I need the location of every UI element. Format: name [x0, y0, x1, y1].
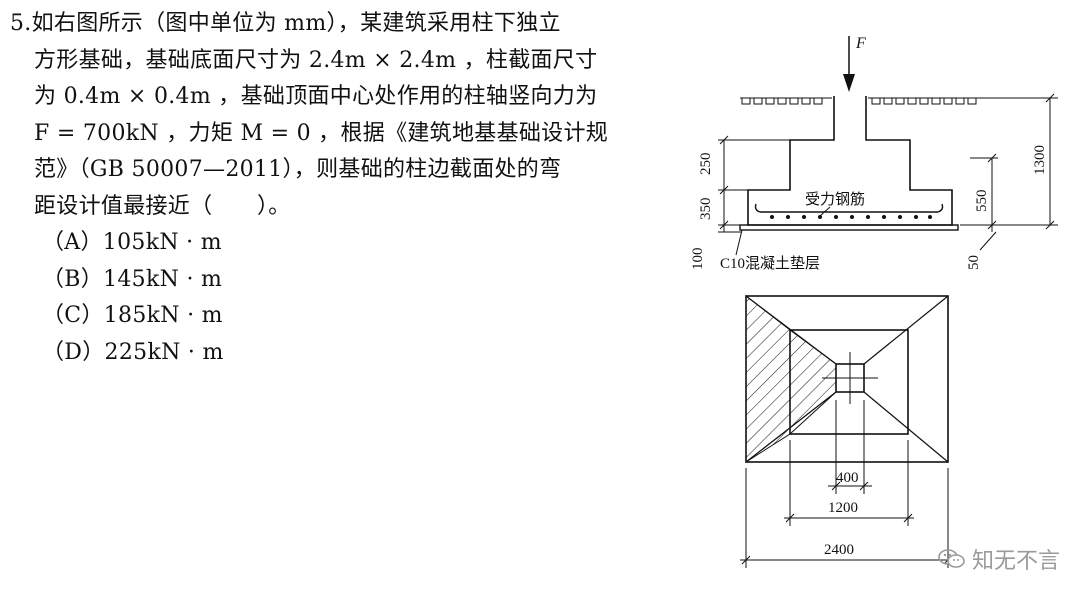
- plan-view: 400 1200 2400: [740, 294, 954, 568]
- dim-350: 350: [698, 198, 714, 221]
- inner-hatched-region: [789, 329, 837, 436]
- force-label: F: [855, 35, 866, 52]
- dim-100: 100: [690, 248, 706, 271]
- foundation-drawing: F: [690, 35, 1058, 568]
- option-b-text: 145kN · m: [103, 266, 223, 292]
- question-line-2: 方形基础，基础底面尺寸为 2.4m × 2.4m ，柱截面尺寸: [34, 47, 598, 73]
- option-d-letter: （D）: [42, 339, 105, 365]
- plan-dim-2400: 2400: [824, 542, 854, 558]
- option-a-text: 105kN · m: [102, 230, 222, 255]
- ground-surface: [740, 97, 985, 105]
- watermark: 知无不言: [938, 543, 1060, 575]
- question-line-6: 距设计值最接近（ ）。: [34, 193, 291, 219]
- question-line-3: 为 0.4m × 0.4m ，基础顶面中心处作用的柱轴竖向力为: [34, 84, 598, 109]
- dimension-1300: [960, 93, 1058, 230]
- option-d-text: 225kN · m: [104, 339, 224, 365]
- wechat-icon: [938, 548, 966, 570]
- force-arrow: [843, 36, 855, 92]
- left-dimensions: [718, 135, 790, 233]
- question-block: 5.如右图所示（图中单位为 mm），某建筑采用柱下独立 方形基础，基础底面尺寸为…: [10, 6, 670, 371]
- option-c-text: 185kN · m: [103, 303, 223, 328]
- option-c[interactable]: （C）185kN · m: [10, 298, 670, 335]
- dimension-400: [828, 400, 872, 494]
- section-view: F: [690, 35, 1058, 272]
- dim-250: 250: [698, 153, 714, 176]
- cushion-label: C10混凝土垫层: [720, 255, 820, 272]
- rebar-label: 受力钢筋: [805, 191, 865, 208]
- dimension-1200: [784, 440, 914, 526]
- hatched-region: [745, 294, 791, 463]
- cushion-layer: [739, 224, 959, 231]
- option-a-letter: （A）: [42, 230, 103, 255]
- option-b-letter: （B）: [42, 266, 104, 292]
- plan-dim-1200: 1200: [828, 500, 858, 516]
- dim-50: 50: [966, 255, 982, 270]
- option-a[interactable]: （A）105kN · m: [10, 225, 670, 262]
- watermark-text: 知无不言: [971, 549, 1060, 574]
- option-c-letter: （C）: [42, 303, 104, 328]
- dim-550: 550: [974, 190, 990, 213]
- plan-dim-400: 400: [836, 470, 859, 486]
- foundation-figure: F: [680, 0, 1080, 597]
- option-d[interactable]: （D）225kN · m: [10, 335, 670, 372]
- answer-options: （A）105kN · m （B）145kN · m （C）185kN · m （…: [10, 225, 670, 371]
- question-line-1: 5.如右图所示（图中单位为 mm），某建筑采用柱下独立: [10, 11, 561, 36]
- question-line-4: F = 700kN ，力矩 M = 0 ，根据《建筑地基基础设计规: [34, 120, 609, 146]
- option-b[interactable]: （B）145kN · m: [10, 262, 670, 299]
- question-line-5: 范》（GB 50007—2011），则基础的柱边截面处的弯: [34, 157, 562, 182]
- dim-1300: 1300: [1032, 145, 1048, 175]
- rebar: [754, 203, 944, 219]
